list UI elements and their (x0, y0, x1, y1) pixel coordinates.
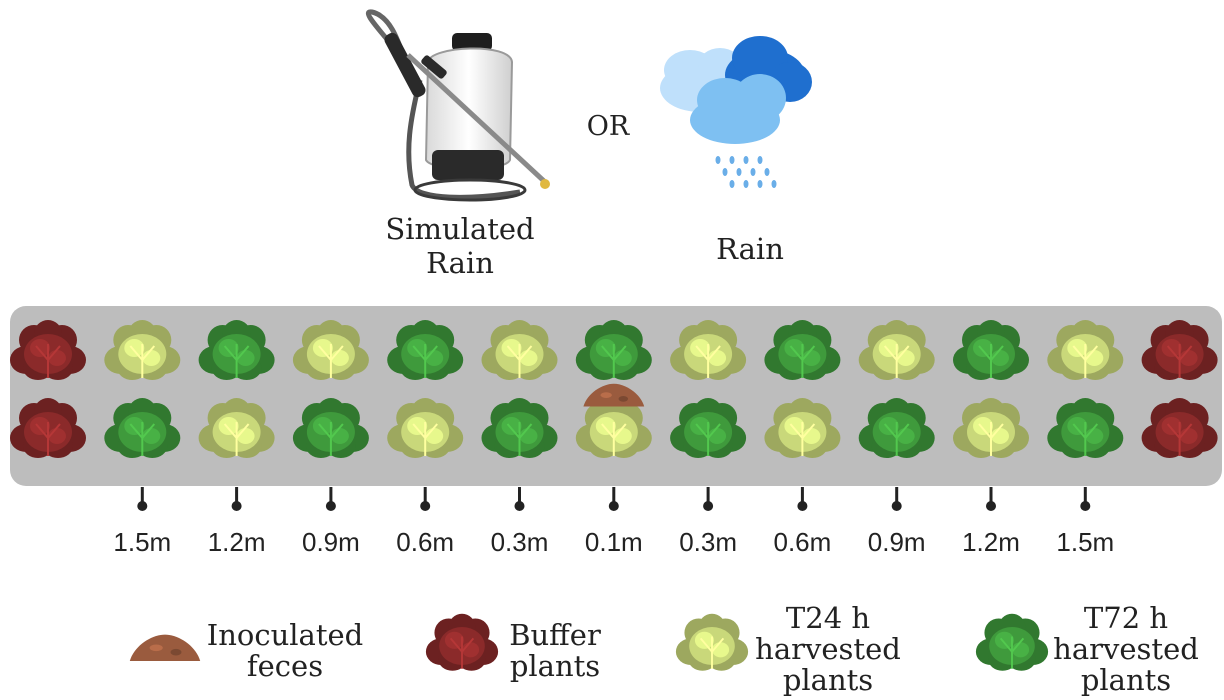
rain-cloud-icon (660, 36, 812, 188)
t72-plant-icon (858, 398, 935, 458)
distance-tick (608, 487, 619, 511)
distance-tick (325, 487, 336, 511)
legend-t72-plant-icon (975, 613, 1049, 671)
legend-feces-icon (129, 634, 201, 661)
t72-plant-icon (575, 320, 652, 380)
buffer-plant-icon (1141, 398, 1218, 458)
t24-plant-icon (575, 398, 652, 458)
distance-tick (1080, 487, 1091, 511)
legend-t72-plants-label: T72 h harvested plants (1053, 601, 1199, 697)
t24-plant-icon (764, 398, 841, 458)
distance-tick (231, 487, 242, 511)
distance-label: 0.6m (773, 527, 832, 557)
distance-label: 1.5m (1056, 527, 1115, 557)
distance-tick (137, 487, 148, 511)
simulated-rain-label: Simulated Rain (385, 212, 535, 280)
legend-icons (129, 613, 1049, 671)
t24-plant-icon (858, 320, 935, 380)
rain-label: Rain (716, 232, 784, 266)
legend-buffer-plant-icon (425, 613, 499, 671)
distance-label: 1.2m (207, 527, 266, 557)
t24-plant-icon (198, 398, 275, 458)
distance-tick (514, 487, 525, 511)
backpack-sprayer-icon (365, 9, 550, 202)
distance-label: 0.9m (301, 527, 360, 557)
t72-plant-icon (764, 320, 841, 380)
distance-tick (891, 487, 902, 511)
distance-label: 0.6m (396, 527, 455, 557)
t72-plant-icon (670, 398, 747, 458)
legend-inoculated-feces-label: Inoculated feces (206, 618, 364, 683)
distance-label: 0.3m (679, 527, 737, 557)
buffer-plant-icon (1141, 320, 1218, 380)
t72-plant-icon (198, 320, 275, 380)
distance-tick (986, 487, 996, 511)
distance-label: 0.1m (584, 527, 643, 557)
t24-plant-icon (292, 320, 369, 380)
distance-tick (703, 487, 714, 511)
plants-layer (10, 320, 1218, 458)
buffer-plant-icon (10, 320, 86, 380)
t24-plant-icon (387, 398, 464, 458)
t72-plant-icon (1047, 398, 1124, 458)
distance-label: 1.5m (113, 527, 172, 557)
t24-plant-icon (953, 398, 1029, 458)
buffer-plant-icon (10, 398, 86, 458)
legend-t24-plant-icon (675, 613, 749, 671)
or-label: OR (586, 111, 630, 142)
t24-plant-icon (104, 320, 181, 380)
distance-label: 0.9m (867, 527, 926, 557)
t24-plant-icon (670, 320, 747, 380)
distance-label: 1.2m (962, 527, 1020, 557)
inoculated-feces-icon (583, 383, 645, 407)
distance-ticks (137, 487, 1091, 511)
distance-tick (420, 487, 431, 511)
t24-plant-icon (481, 320, 558, 380)
distance-label: 0.3m (490, 527, 549, 557)
t72-plant-icon (387, 320, 464, 380)
legend-t24-plants-label: T24 h harvested plants (755, 601, 901, 697)
t24-plant-icon (1047, 320, 1124, 380)
t72-plant-icon (953, 320, 1029, 380)
t72-plant-icon (104, 398, 181, 458)
t72-plant-icon (481, 398, 558, 458)
legend-buffer-plants-label: Buffer plants (509, 618, 601, 683)
t72-plant-icon (292, 398, 369, 458)
distance-tick (797, 487, 808, 511)
